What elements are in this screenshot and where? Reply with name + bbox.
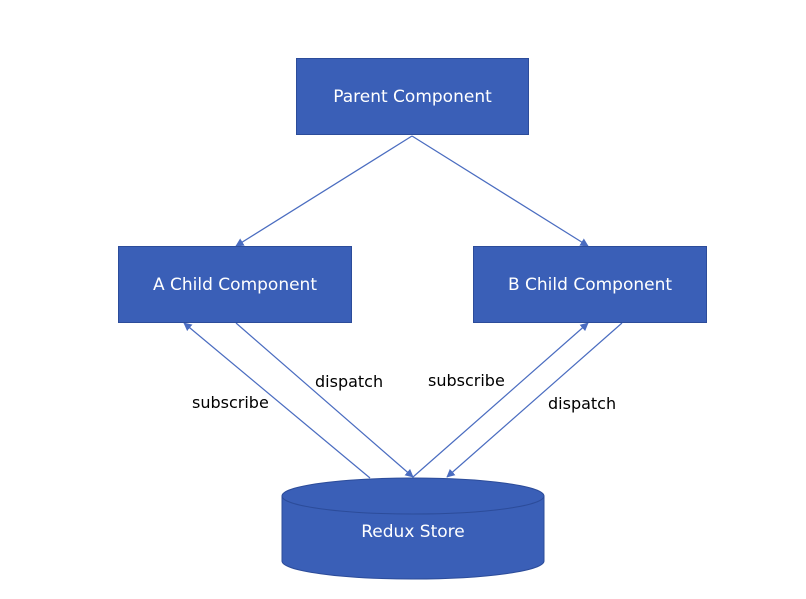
edge-label-b-subscribe: subscribe: [428, 371, 505, 390]
edge-parent-to-b: [411, 135, 589, 247]
child-b-component-label: B Child Component: [507, 274, 673, 295]
edge-label-a-subscribe: subscribe: [192, 393, 269, 412]
edge-a-subscribe: [183, 322, 371, 479]
edge-label-a-dispatch: dispatch: [315, 372, 384, 391]
parent-component-label: Parent Component: [333, 86, 492, 107]
edge-b-subscribe: [412, 322, 589, 478]
child-a-component-box: A Child Component: [118, 246, 352, 323]
edge-label-b-dispatch: dispatch: [548, 394, 617, 413]
edge-b-dispatch: [446, 322, 623, 478]
edge-parent-to-a: [235, 135, 413, 247]
edge-a-dispatch: [235, 322, 414, 478]
store-cylinder: [281, 477, 545, 580]
parent-component-box: Parent Component: [296, 58, 529, 135]
child-b-component-box: B Child Component: [473, 246, 707, 323]
child-a-component-label: A Child Component: [152, 274, 317, 295]
redux-store-label: Redux Store: [361, 522, 465, 542]
